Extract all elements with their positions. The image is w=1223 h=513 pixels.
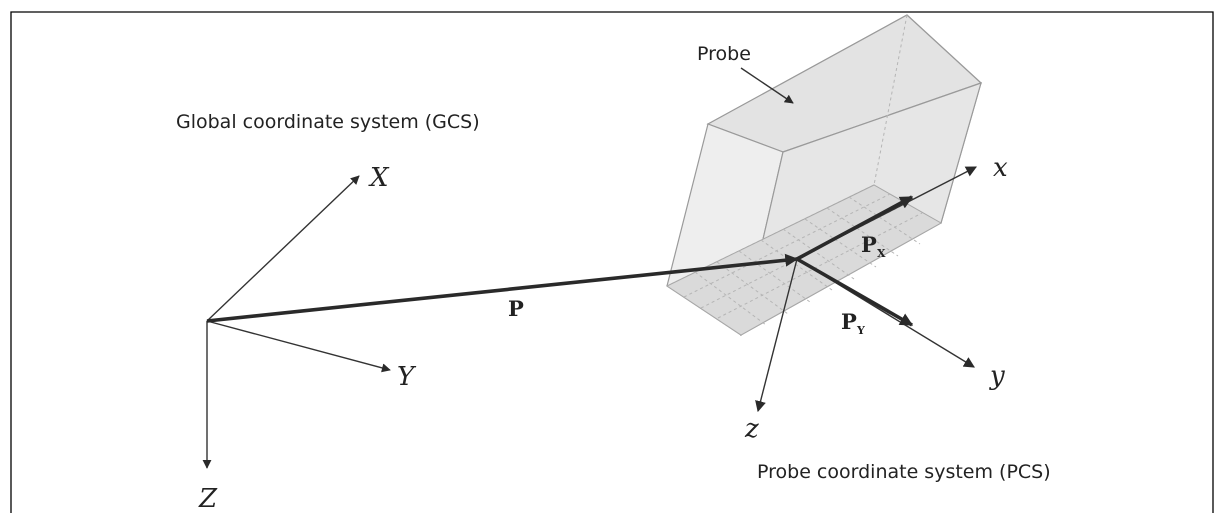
gcs-label-X: X (368, 163, 390, 193)
gcs-axis-Y (206, 320, 391, 373)
pcs-label-y: y (989, 361, 1005, 391)
pcs-axis-z (755, 258, 798, 413)
pcs-label-x: x (993, 153, 1008, 183)
vector-P (206, 253, 799, 323)
gcs-label-Y: Y (397, 362, 417, 392)
vector-Px-subscript: X (877, 247, 886, 260)
pcs-title: Probe coordinate system (PCS) (757, 461, 1051, 483)
gcs-label-Z: Z (198, 484, 218, 513)
pcs-label-z: z (744, 414, 759, 444)
vector-Py (796, 257, 914, 327)
gcs-axis-X (206, 175, 360, 322)
probe-pointer-arrow (740, 67, 794, 104)
probe-label: Probe (697, 43, 751, 65)
gcs-axes (202, 175, 391, 469)
vector-Px (796, 195, 914, 261)
vector-Py-subscript: Y (856, 324, 865, 337)
vector-Py-label: P (841, 309, 857, 334)
figure-frame (10, 11, 1214, 513)
transducer-array (665, 184, 943, 336)
probe-body (665, 14, 983, 337)
vector-Px-label: P (861, 232, 877, 257)
gcs-title: Global coordinate system (GCS) (176, 111, 480, 133)
vector-P-label: P (508, 296, 524, 321)
